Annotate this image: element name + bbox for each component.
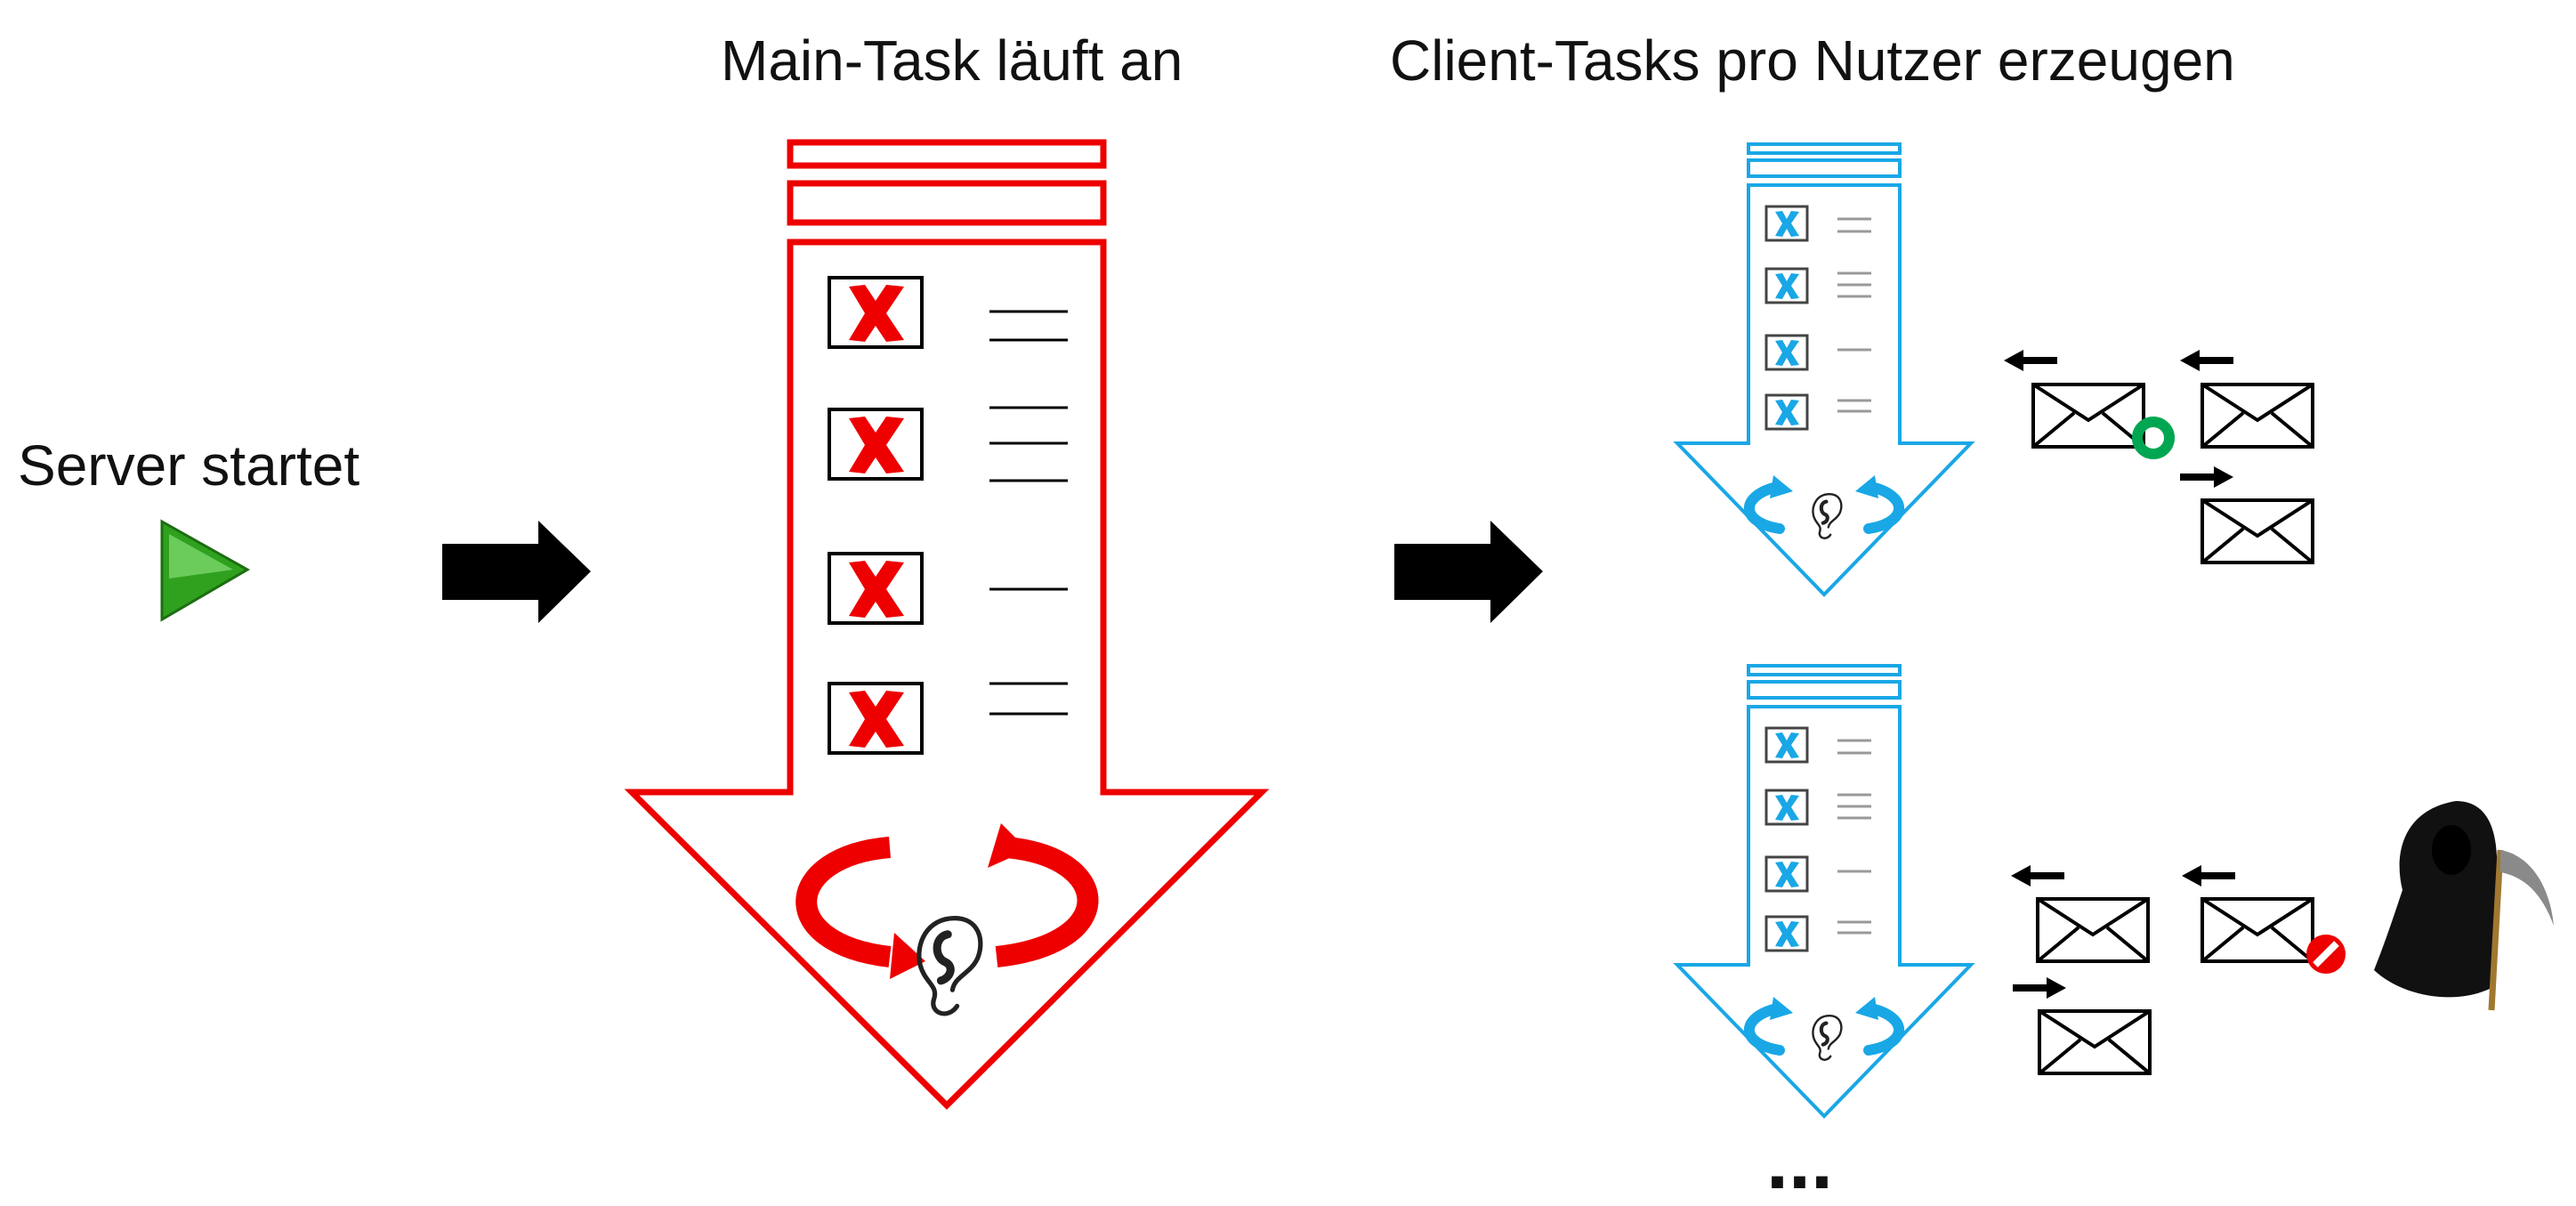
ring-icon — [2132, 417, 2175, 459]
client-1-messages — [2004, 350, 2314, 564]
play-icon — [160, 519, 251, 622]
loop-arrows-icon — [795, 823, 1099, 979]
checkbox-x-icon — [828, 682, 924, 755]
arrow-right-icon — [2013, 977, 2066, 999]
arrow-right-icon — [2180, 466, 2233, 488]
checkbox-x-icon — [828, 552, 924, 625]
server-start-label: Server startet — [18, 433, 359, 498]
no-entry-icon — [2306, 935, 2346, 974]
main-task-checklist — [828, 276, 1068, 755]
arrow-left-icon — [2180, 350, 2233, 371]
ellipsis: ... — [1766, 1117, 1833, 1206]
client-task-1 — [1677, 144, 1971, 595]
arrow-left-icon — [2004, 350, 2057, 371]
envelope-icon — [2201, 897, 2314, 963]
envelope-icon — [2201, 383, 2314, 449]
checkbox-x-icon — [828, 276, 924, 349]
flow-arrow-1 — [442, 521, 591, 623]
client-task-2 — [1677, 666, 1971, 1116]
client-2-messages — [2011, 865, 2346, 1075]
arrow-left-icon — [2182, 865, 2235, 886]
envelope-icon — [2038, 1009, 2152, 1075]
envelope-icon — [2031, 383, 2145, 449]
main-task-label: Main-Task läuft an — [721, 28, 1183, 93]
envelope-icon — [2036, 897, 2150, 963]
grim-reaper-icon — [2374, 801, 2554, 1011]
client-tasks-label: Client-Tasks pro Nutzer erzeugen — [1390, 28, 2235, 93]
main-task-arrow — [624, 139, 1270, 1110]
envelope-icon — [2201, 498, 2314, 564]
checkbox-x-icon — [828, 408, 924, 481]
flow-arrow-2 — [1394, 521, 1543, 623]
arrow-left-icon — [2011, 865, 2064, 886]
